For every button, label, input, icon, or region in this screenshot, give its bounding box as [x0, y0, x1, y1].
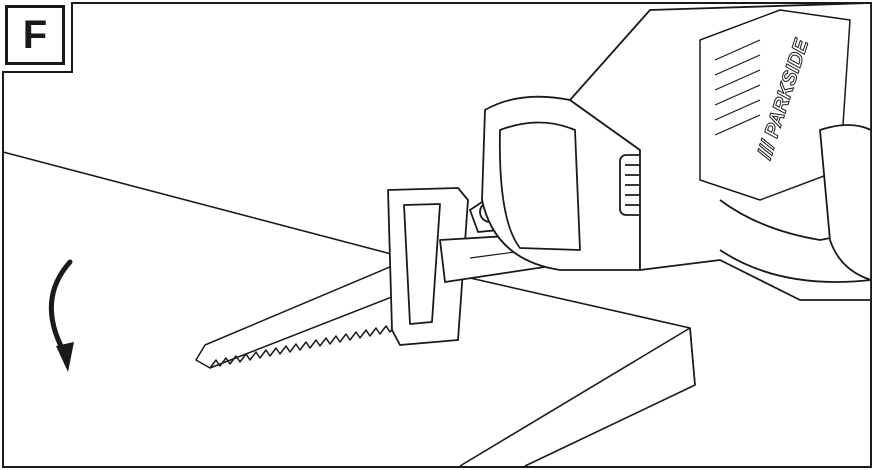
workpiece: [2, 151, 696, 467]
saw-shoe-slot: [403, 203, 441, 325]
figure-label: F: [5, 5, 65, 65]
reciprocating-saw: [387, 2, 872, 346]
workpiece-corner-edge: [689, 327, 696, 386]
workpiece-right-edge: [469, 277, 696, 467]
curved-arrow-icon: [48, 259, 74, 372]
workpiece-back-edge: [2, 151, 396, 256]
workpiece-top-front-edge: [459, 327, 691, 467]
